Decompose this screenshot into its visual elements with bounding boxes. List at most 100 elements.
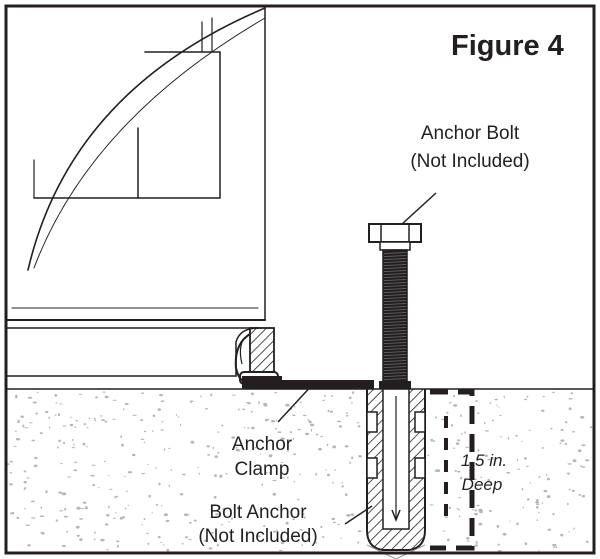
concrete-speckle <box>299 529 303 531</box>
concrete-speckle <box>345 412 348 414</box>
concrete-speckle <box>309 423 315 427</box>
concrete-speckle <box>106 549 109 551</box>
concrete-speckle <box>90 474 95 477</box>
concrete-speckle <box>340 537 342 539</box>
concrete-speckle <box>228 521 230 523</box>
concrete-speckle <box>332 521 336 524</box>
concrete-speckle <box>75 419 78 422</box>
concrete-speckle <box>219 474 223 478</box>
depth-label-line2: Deep <box>462 475 503 494</box>
concrete-speckle <box>155 503 159 506</box>
concrete-speckle <box>541 409 545 412</box>
concrete-speckle <box>538 511 540 514</box>
concrete-speckle <box>231 436 236 439</box>
concrete-speckle <box>472 508 474 511</box>
concrete-speckle <box>112 418 116 420</box>
concrete-speckle <box>39 432 43 435</box>
concrete-speckle <box>206 445 210 448</box>
concrete-speckle <box>155 466 157 469</box>
concrete-speckle <box>301 544 304 546</box>
concrete-speckle <box>325 469 327 471</box>
concrete-speckle <box>274 392 278 394</box>
concrete-speckle <box>143 441 146 444</box>
concrete-speckle <box>160 429 164 431</box>
concrete-speckle <box>345 414 349 417</box>
concrete-speckle <box>243 427 246 429</box>
concrete-speckle <box>285 521 289 525</box>
concrete-speckle <box>577 449 582 453</box>
concrete-speckle <box>79 518 84 520</box>
concrete-speckle <box>452 447 455 449</box>
concrete-speckle <box>141 524 144 526</box>
concrete-speckle <box>160 421 164 423</box>
concrete-speckle <box>100 415 103 417</box>
concrete-speckle <box>552 391 555 394</box>
concrete-speckle <box>294 405 296 408</box>
concrete-speckle <box>536 506 539 509</box>
concrete-speckle <box>79 538 83 542</box>
concrete-speckle <box>143 430 147 433</box>
concrete-speckle <box>538 476 541 478</box>
concrete-speckle <box>69 423 74 427</box>
concrete-speckle <box>327 409 330 413</box>
concrete-speckle <box>160 541 162 543</box>
concrete-speckle <box>23 470 27 473</box>
concrete-speckle <box>30 500 36 503</box>
concrete-speckle <box>281 477 285 479</box>
concrete-speckle <box>217 431 220 433</box>
anchor-bolt-leader <box>401 192 437 225</box>
concrete-speckle <box>461 433 463 435</box>
concrete-speckle <box>123 475 126 477</box>
concrete-speckle <box>272 479 277 482</box>
concrete-speckle <box>207 454 211 456</box>
concrete-speckle <box>17 421 20 423</box>
concrete-speckle <box>116 495 118 498</box>
concrete-speckle <box>529 482 531 484</box>
concrete-speckle <box>63 515 68 518</box>
anchor-clamp-label-line2: Clamp <box>235 459 290 480</box>
concrete-speckle <box>82 442 86 446</box>
concrete-speckle <box>349 461 351 465</box>
concrete-speckle <box>217 451 219 455</box>
concrete-speckle <box>152 430 154 432</box>
concrete-speckle <box>158 535 161 539</box>
concrete-speckle <box>263 525 266 527</box>
concrete-speckle <box>344 493 348 497</box>
concrete-speckle <box>435 416 437 419</box>
concrete-speckle <box>98 487 100 489</box>
concrete-speckle <box>100 538 105 542</box>
concrete-speckle <box>460 477 463 480</box>
concrete-speckle <box>546 495 551 499</box>
concrete-speckle <box>127 504 130 506</box>
concrete-speckle <box>454 469 457 472</box>
concrete-speckle <box>95 396 98 399</box>
concrete-speckle <box>348 396 352 400</box>
concrete-speckle <box>117 544 119 548</box>
concrete-speckle <box>159 393 163 397</box>
concrete-speckle <box>474 512 478 516</box>
concrete-speckle <box>350 402 353 404</box>
concrete-speckle <box>59 403 63 405</box>
concrete-speckle <box>124 507 127 510</box>
concrete-speckle <box>516 458 519 462</box>
concrete-speckle <box>271 420 276 423</box>
concrete-speckle <box>476 457 478 459</box>
concrete-speckle <box>264 419 268 422</box>
concrete-speckle <box>108 505 110 509</box>
concrete-speckle <box>216 544 220 547</box>
concrete-speckle <box>274 539 279 542</box>
concrete-speckle <box>200 395 202 398</box>
concrete-speckle <box>231 394 236 396</box>
concrete-speckle <box>289 431 293 434</box>
concrete-speckle <box>536 499 539 502</box>
concrete-speckle <box>151 512 153 514</box>
concrete-speckle <box>147 463 149 466</box>
concrete-speckle <box>564 443 568 445</box>
bolt-anchor-leader <box>344 505 373 525</box>
bolt-anchor-label-line1: Bolt Anchor <box>209 502 307 523</box>
concrete-speckle <box>189 521 192 524</box>
concrete-speckle <box>581 495 586 498</box>
concrete-speckle <box>329 410 334 413</box>
concrete-speckle <box>180 543 185 545</box>
concrete-speckle <box>140 473 146 474</box>
